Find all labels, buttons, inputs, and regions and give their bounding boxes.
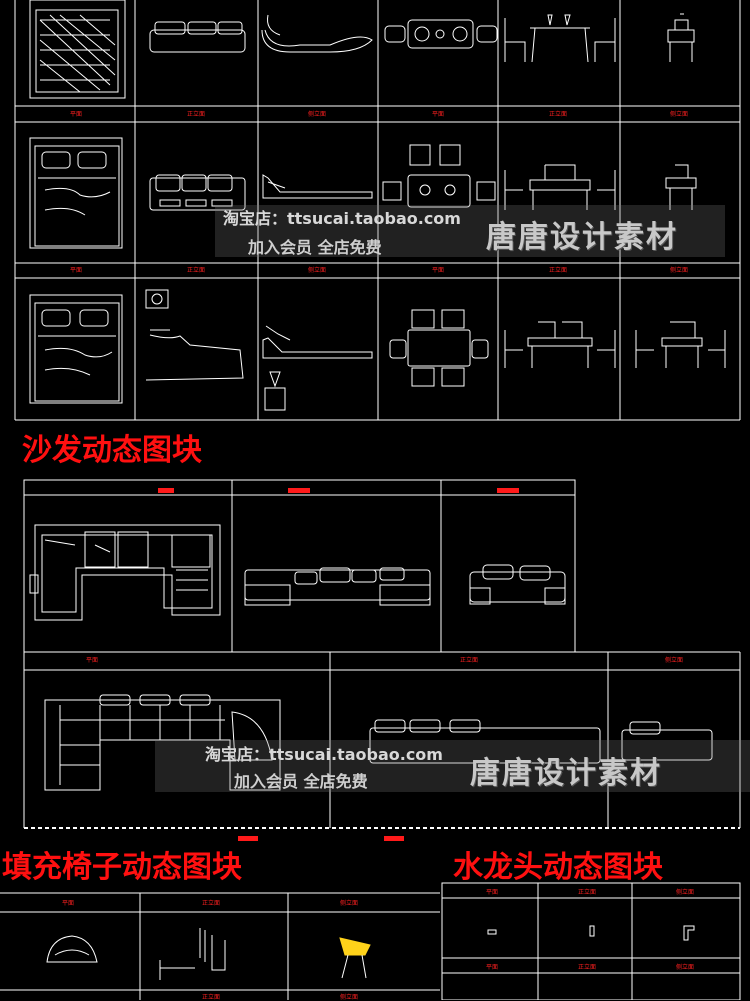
watermark-band-top [215,205,725,257]
watermark-shop-top: 淘宝店：ttsucai.taobao.com [223,209,461,228]
dining-side-2 [504,164,616,210]
sofa-l-plan-large [44,694,281,791]
chair-plan [46,935,98,963]
dining-end-1 [667,13,695,62]
label-front-chair-2: 正立面 [202,994,221,1001]
dining-end-2 [665,164,697,210]
chair-front [159,928,226,980]
tv-cabinet-1 [384,19,498,49]
label-side-faucet-2: 侧立面 [676,964,695,971]
label-plan-sofa: 平面 [86,657,99,664]
sofa-front-2 [149,174,246,211]
watermark-member-top: 加入会员 全店免费 [248,238,382,257]
bed-plan-2 [29,137,123,249]
chaise-1 [261,14,373,53]
faucet-icons [487,925,695,941]
label-front-chair: 正立面 [202,900,221,907]
label-side-sofa: 侧立面 [665,657,684,664]
sofa-front-1 [149,21,246,53]
sofa-front-long [244,567,431,606]
label-plan-faucet-1: 平面 [486,889,499,896]
sofa-side-large [621,721,713,761]
red-bar-sofa-3 [497,488,519,493]
bed-plan-3 [29,294,123,404]
label-plan-chair: 平面 [62,900,75,907]
label-front-sofa: 正立面 [460,657,479,664]
dining-side-1 [504,14,616,63]
label-front-r2-5: 正立面 [549,267,568,274]
label-side-chair: 侧立面 [340,900,359,907]
label-side-r2-3: 侧立面 [308,267,327,274]
label-side-chair-2: 侧立面 [340,994,359,1001]
lamp-symbol-3 [145,289,244,381]
chair-side [339,937,371,979]
daybed-side-3 [262,325,373,411]
dining-side-3 [504,321,616,368]
bed-side-2 [262,174,373,199]
dining-side-3b [635,321,726,368]
dining-plan-3 [389,309,489,387]
red-bar-sofa-4 [238,836,258,841]
bed-plan-1 [29,0,126,99]
label-plan-r1-1: 平面 [70,111,83,118]
label-side-faucet-1: 侧立面 [676,889,695,896]
watermark-brand-bottom: 唐唐设计素材 [470,756,662,791]
dining-plan-2 [382,144,496,208]
red-bar-sofa-1 [158,488,174,493]
watermark-member-bottom: 加入会员 全店免费 [234,772,368,791]
label-plan-r2-4: 平面 [432,267,445,274]
label-front-faucet-2: 正立面 [578,964,597,971]
sofa-front-large [369,719,601,764]
label-front-r1-2: 正立面 [187,111,206,118]
label-front-faucet-1: 正立面 [578,889,597,896]
label-side-r2-6: 侧立面 [670,267,689,274]
chair-grid [0,892,440,1000]
watermark-band-bottom [155,740,750,792]
label-front-r1-5: 正立面 [549,111,568,118]
sofa-grid [23,479,741,828]
label-plan-r2-1: 平面 [70,267,83,274]
faucet-grid [441,882,741,1000]
red-bar-sofa-2 [288,488,310,493]
label-plan-faucet-2: 平面 [486,964,499,971]
heading-faucet: 水龙头动态图块 [453,850,663,885]
heading-chair: 填充椅子动态图块 [2,850,242,885]
sofa-l-plan [29,524,221,621]
label-side-r1-6: 侧立面 [670,111,689,118]
label-side-r1-3: 侧立面 [308,111,327,118]
label-front-r2-2: 正立面 [187,267,206,274]
sofa-side-short [469,564,566,605]
red-bar-sofa-5 [384,836,404,841]
heading-sofa: 沙发动态图块 [22,433,202,468]
watermark-brand-top: 唐唐设计素材 [486,220,678,255]
watermark-shop-bottom: 淘宝店：ttsucai.taobao.com [205,745,443,764]
top-block-grid [14,0,741,421]
label-plan-r1-4: 平面 [432,111,445,118]
